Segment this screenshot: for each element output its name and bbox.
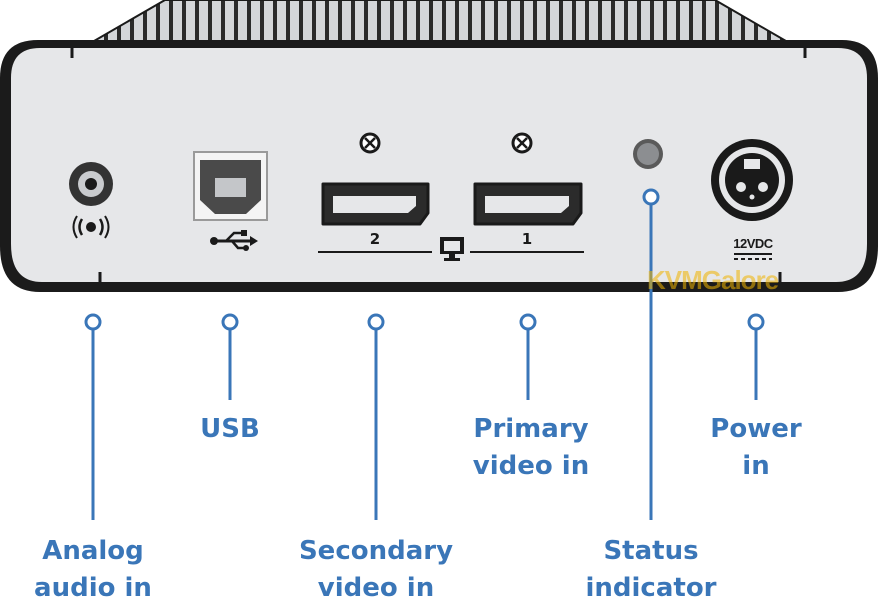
audio-jack-port <box>69 162 113 206</box>
usb-icon <box>210 230 258 251</box>
label-line: Primary <box>473 414 589 444</box>
label-primary-video-in: Primary video in <box>441 411 621 485</box>
label-secondary-video-in: Secondary video in <box>281 533 471 607</box>
monitor-icon <box>440 237 464 261</box>
label-line: audio in <box>34 573 152 603</box>
leader-status-indicator <box>642 188 660 520</box>
thumb-screw-icon <box>511 132 533 154</box>
thumb-screw-icon <box>359 132 381 154</box>
label-line: Power <box>710 414 802 444</box>
label-line: video in <box>317 573 435 603</box>
label-analog-audio-in: Analog audio in <box>13 533 173 607</box>
usb-b-port <box>193 151 268 221</box>
power-polarity-icon <box>734 253 772 260</box>
label-status-indicator: Status indicator <box>566 533 736 607</box>
leader-power-in <box>747 313 765 400</box>
label-line: indicator <box>585 573 717 603</box>
port-1-number: 1 <box>522 230 532 248</box>
displayport-2-port <box>321 182 430 226</box>
label-line: USB <box>200 414 260 444</box>
displayport-1-port <box>473 182 583 226</box>
audio-wave-icon <box>72 215 110 239</box>
power-connector <box>711 139 793 221</box>
label-line: Status <box>603 536 699 566</box>
label-power-in: Power in <box>686 411 826 485</box>
label-usb: USB <box>160 411 300 448</box>
watermark-logo: KVMGalore <box>647 265 779 295</box>
status-led <box>633 139 663 169</box>
leader-primary-video-in <box>519 313 537 400</box>
leader-analog-audio-in <box>84 313 102 520</box>
leader-secondary-video-in <box>367 313 385 520</box>
power-rating: 12VDC <box>733 236 774 251</box>
label-line: video in <box>472 451 590 481</box>
device-case <box>0 40 878 292</box>
label-line: Analog <box>42 536 144 566</box>
label-line: Secondary <box>298 536 454 566</box>
port-2-number: 2 <box>370 230 380 248</box>
callout-leaders <box>84 188 765 520</box>
leader-usb <box>221 313 239 400</box>
label-line: in <box>742 451 770 481</box>
